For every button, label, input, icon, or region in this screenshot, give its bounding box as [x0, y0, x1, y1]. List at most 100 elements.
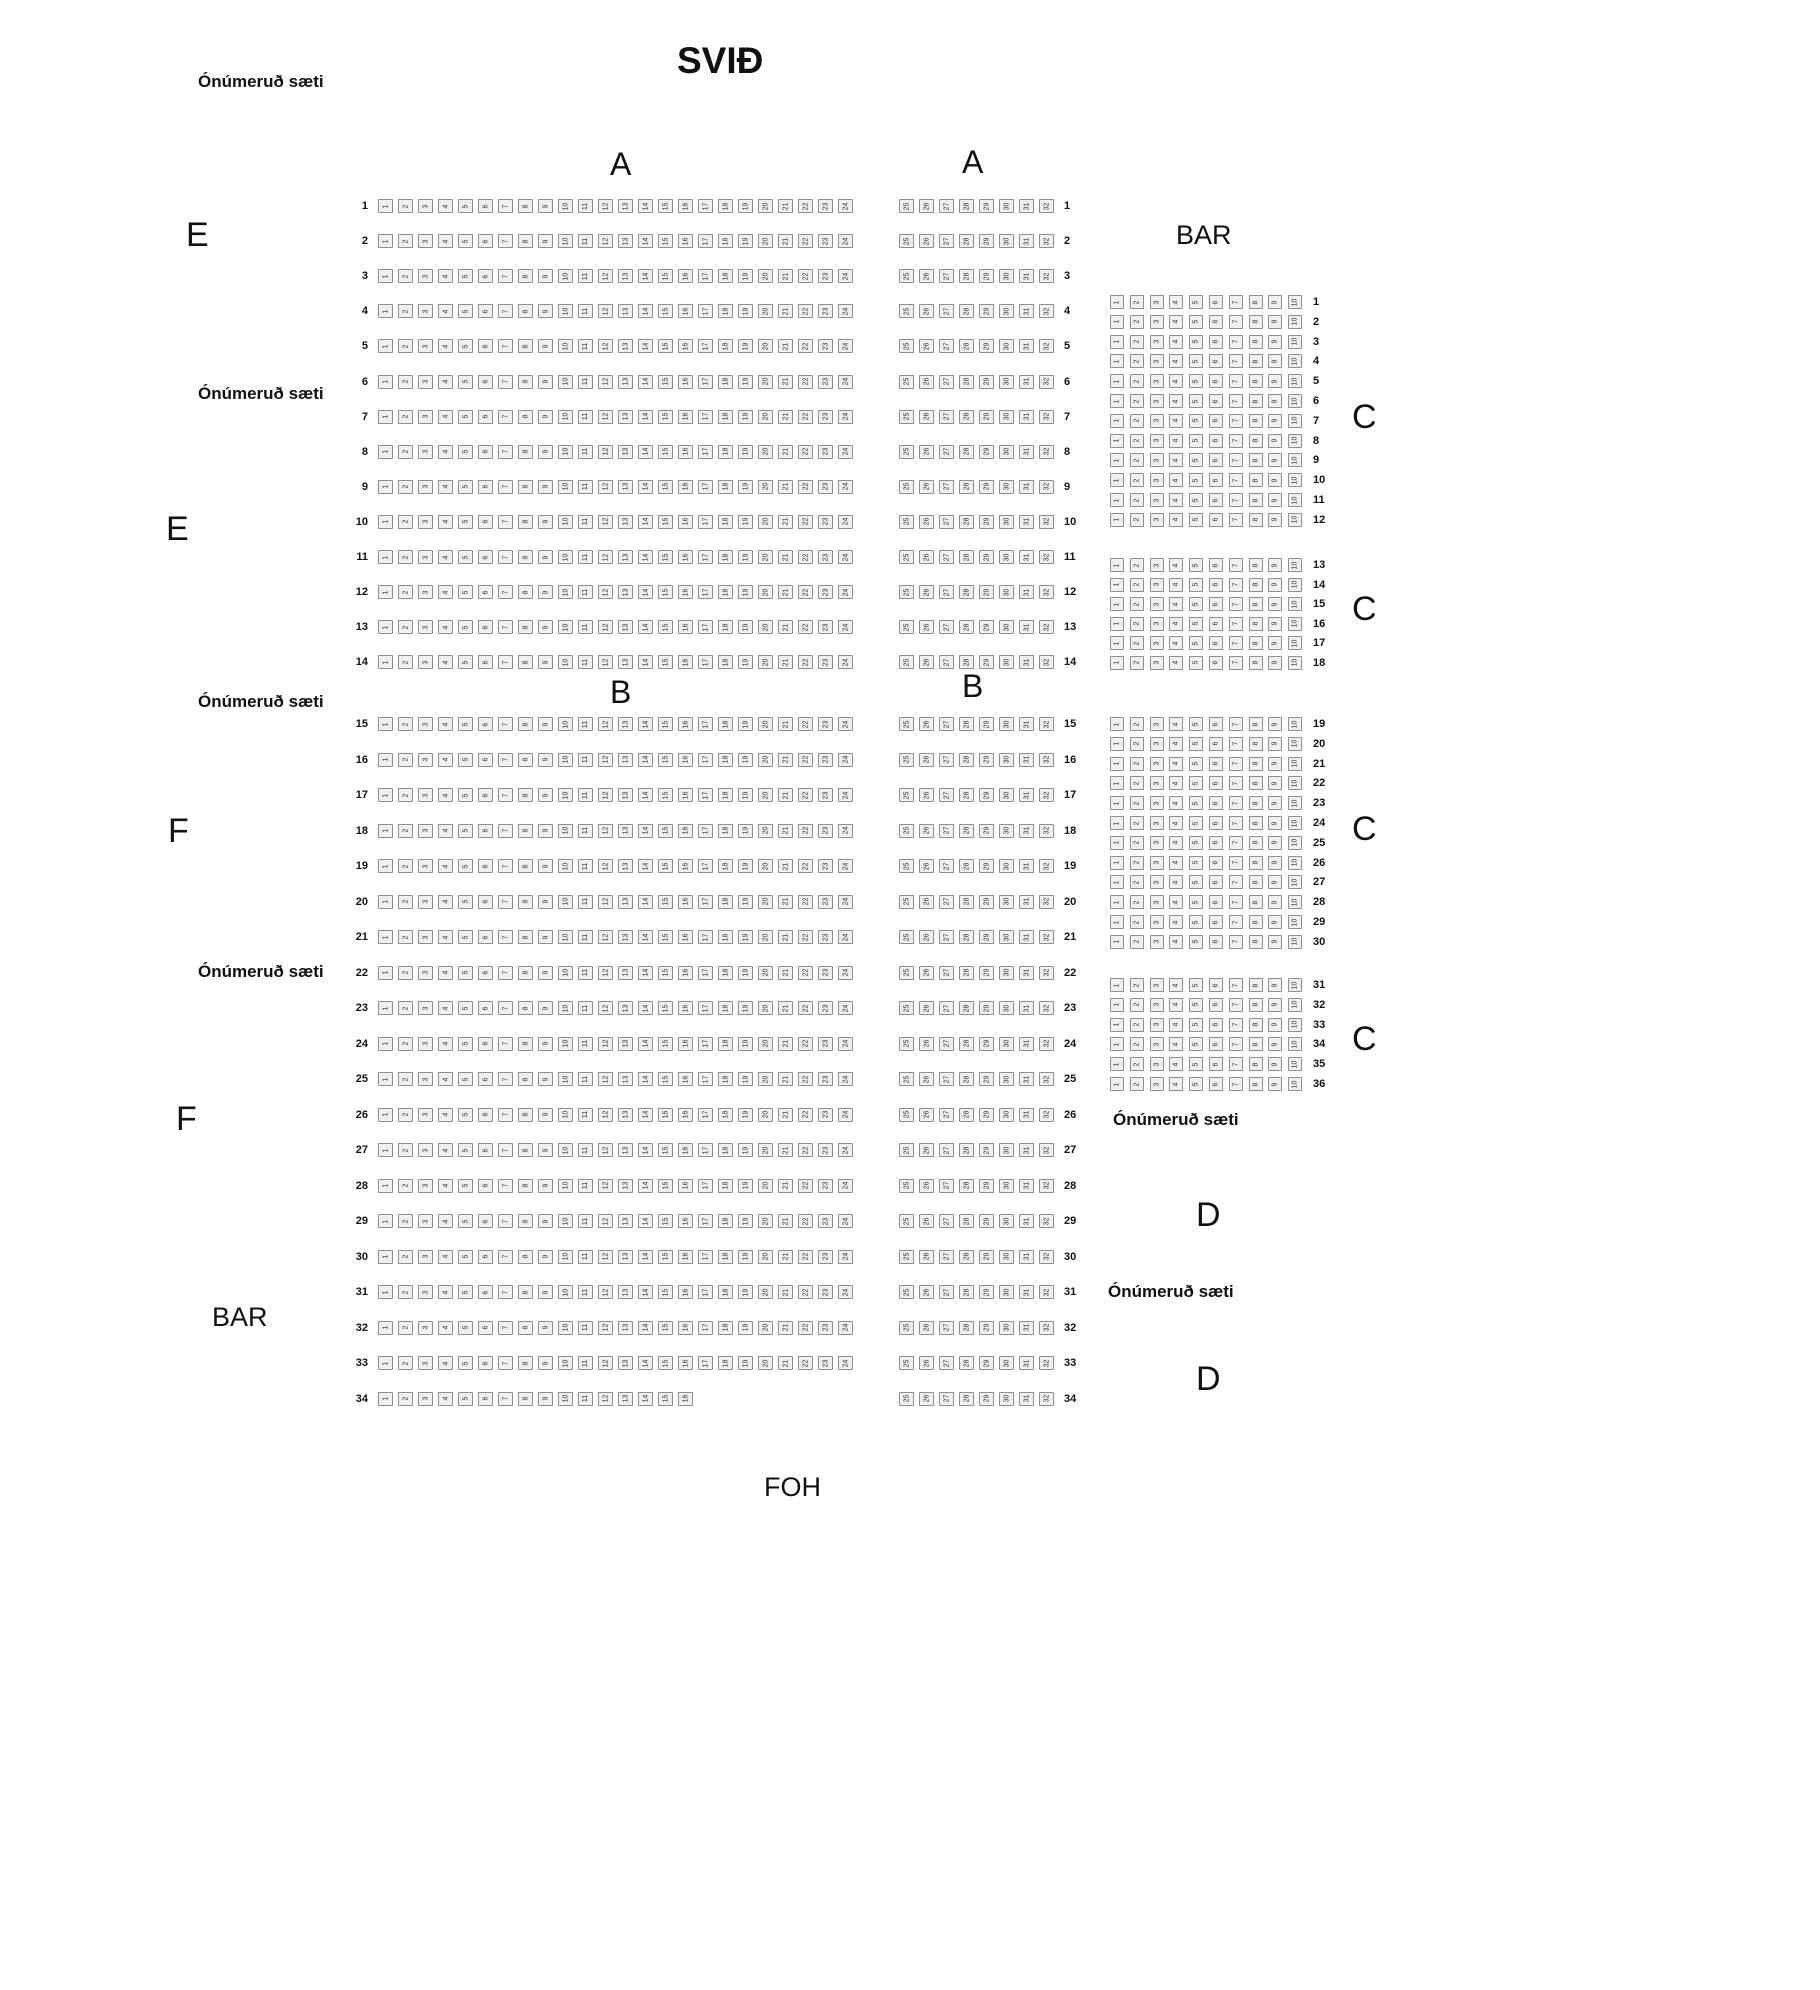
seat[interactable]: 32	[1039, 409, 1054, 424]
seat[interactable]: 26	[919, 965, 934, 980]
seat[interactable]: 16	[678, 717, 693, 731]
seat[interactable]: 11	[578, 752, 593, 767]
seat[interactable]: 4	[1169, 736, 1184, 751]
seat[interactable]: 3	[418, 409, 433, 424]
seat[interactable]: 3	[1149, 736, 1164, 751]
seat[interactable]: 7	[1228, 558, 1243, 572]
seat[interactable]: 3	[1149, 334, 1164, 349]
seat[interactable]: 26	[919, 374, 934, 389]
seat[interactable]: 26	[919, 788, 934, 802]
seat[interactable]: 17	[698, 1285, 713, 1299]
seat[interactable]: 11	[578, 409, 593, 424]
seat[interactable]: 31	[1019, 620, 1034, 635]
seat[interactable]: 4	[1169, 796, 1184, 811]
seat[interactable]: 15	[658, 894, 673, 909]
seat[interactable]: 29	[979, 1249, 994, 1264]
seat[interactable]: 32	[1039, 269, 1054, 284]
seat[interactable]: 17	[698, 339, 713, 354]
seat[interactable]: 11	[578, 1001, 593, 1015]
seat[interactable]: 25	[899, 1249, 914, 1264]
seat[interactable]: 29	[979, 1036, 994, 1051]
seat[interactable]: 11	[578, 514, 593, 529]
seat[interactable]: 20	[758, 1036, 773, 1051]
seat[interactable]: 8	[518, 444, 533, 459]
seat[interactable]: 5	[458, 1320, 473, 1335]
seat[interactable]: 14	[638, 234, 653, 249]
seat[interactable]: 1	[1110, 374, 1124, 389]
seat[interactable]: 2	[398, 823, 413, 838]
seat[interactable]: 26	[919, 199, 934, 213]
seat[interactable]: 3	[418, 479, 433, 494]
seat[interactable]: 1	[1110, 1077, 1124, 1091]
seat[interactable]: 2	[1129, 374, 1144, 389]
seat[interactable]: 22	[798, 374, 813, 389]
seat[interactable]: 31	[1019, 444, 1034, 459]
seat[interactable]: 26	[919, 930, 934, 944]
seat[interactable]: 20	[758, 479, 773, 494]
seat[interactable]: 6	[478, 444, 493, 459]
seat[interactable]: 13	[618, 514, 633, 529]
seat[interactable]: 10	[558, 479, 573, 494]
seat[interactable]: 31	[1019, 550, 1034, 564]
seat[interactable]: 3	[1149, 374, 1164, 389]
seat[interactable]: 1	[1110, 717, 1124, 731]
seat[interactable]: 3	[1149, 413, 1164, 428]
seat[interactable]: 14	[638, 374, 653, 389]
seat[interactable]: 14	[638, 550, 653, 564]
seat[interactable]: 17	[698, 859, 713, 873]
seat[interactable]: 9	[1268, 717, 1283, 731]
seat[interactable]: 27	[939, 444, 954, 459]
seat[interactable]: 10	[1288, 895, 1303, 910]
seat[interactable]: 9	[538, 1320, 553, 1335]
seat[interactable]: 5	[1189, 895, 1204, 910]
seat[interactable]: 3	[418, 655, 433, 670]
seat[interactable]: 15	[658, 930, 673, 944]
seat[interactable]: 8	[1248, 835, 1263, 850]
seat[interactable]: 23	[818, 1214, 833, 1228]
seat[interactable]: 3	[418, 1214, 433, 1228]
seat[interactable]: 5	[458, 409, 473, 424]
seat[interactable]: 2	[398, 1391, 413, 1406]
seat[interactable]: 8	[518, 550, 533, 564]
seat[interactable]: 5	[1189, 577, 1204, 592]
seat[interactable]: 30	[999, 894, 1014, 909]
seat[interactable]: 2	[398, 269, 413, 284]
seat[interactable]: 8	[518, 823, 533, 838]
seat[interactable]: 5	[458, 1036, 473, 1051]
seat[interactable]: 32	[1039, 444, 1054, 459]
seat[interactable]: 8	[518, 339, 533, 354]
seat[interactable]: 15	[658, 788, 673, 802]
seat[interactable]: 26	[919, 894, 934, 909]
seat[interactable]: 24	[838, 1320, 853, 1335]
seat[interactable]: 3	[1149, 314, 1164, 329]
seat[interactable]: 12	[598, 823, 613, 838]
seat[interactable]: 7	[498, 1001, 513, 1015]
seat[interactable]: 16	[678, 1320, 693, 1335]
seat[interactable]: 1	[378, 1107, 393, 1122]
seat[interactable]: 9	[538, 717, 553, 731]
seat[interactable]: 6	[478, 823, 493, 838]
seat[interactable]: 12	[598, 1214, 613, 1228]
seat[interactable]: 21	[778, 788, 793, 802]
seat[interactable]: 7	[498, 788, 513, 802]
seat[interactable]: 8	[1248, 875, 1263, 890]
seat[interactable]: 25	[899, 788, 914, 802]
seat[interactable]: 12	[598, 1107, 613, 1122]
seat[interactable]: 18	[718, 1249, 733, 1264]
seat[interactable]: 4	[1169, 413, 1184, 428]
seat[interactable]: 23	[818, 374, 833, 389]
seat[interactable]: 1	[1110, 473, 1124, 488]
seat[interactable]: 23	[818, 894, 833, 909]
seat[interactable]: 9	[538, 585, 553, 600]
seat[interactable]: 32	[1039, 620, 1054, 635]
seat[interactable]: 4	[438, 1285, 453, 1299]
seat[interactable]: 17	[698, 269, 713, 284]
seat[interactable]: 6	[1209, 776, 1223, 791]
seat[interactable]: 32	[1039, 1285, 1054, 1299]
seat[interactable]: 7	[498, 1285, 513, 1299]
seat[interactable]: 8	[518, 269, 533, 284]
seat[interactable]: 20	[758, 894, 773, 909]
seat[interactable]: 6	[478, 1107, 493, 1122]
seat[interactable]: 6	[478, 930, 493, 944]
seat[interactable]: 28	[959, 1178, 974, 1193]
